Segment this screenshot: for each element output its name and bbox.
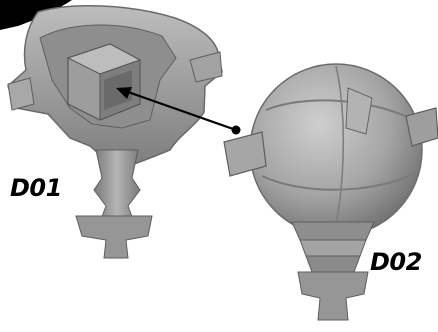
cutaway-model-d01 bbox=[8, 6, 222, 258]
label-d01: D01 bbox=[10, 176, 62, 200]
exterior-dome bbox=[250, 64, 422, 236]
cutaway-left-lug bbox=[8, 78, 34, 110]
cutaway-stem bbox=[94, 150, 140, 222]
label-d02: D02 bbox=[370, 250, 422, 274]
exterior-base-mount bbox=[298, 272, 368, 320]
exterior-model-d02 bbox=[224, 64, 438, 320]
cutaway-base-mount bbox=[76, 216, 152, 258]
neck-ring-2 bbox=[300, 240, 366, 256]
neck-ring-3 bbox=[306, 256, 360, 272]
neck-ring-1 bbox=[292, 222, 374, 240]
